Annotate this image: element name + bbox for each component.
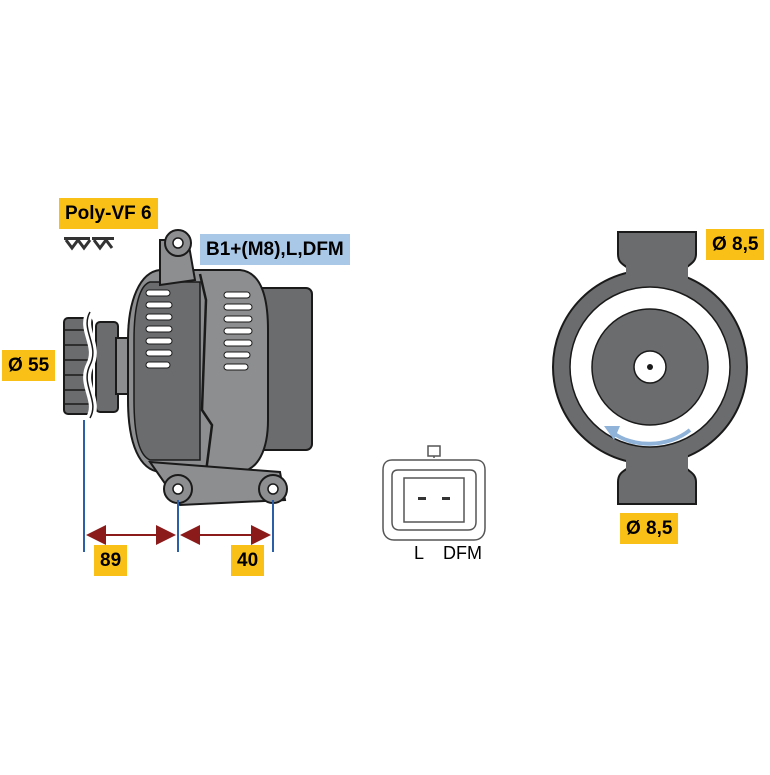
belt-type-label: Poly-VF 6 <box>59 198 158 229</box>
alternator-end-view <box>552 231 748 505</box>
connector-pin-l-label: L <box>414 543 425 563</box>
dimension-40-label: 40 <box>231 545 265 576</box>
connector-pin-dfm-label: DFM <box>443 543 482 563</box>
bottom-hole-diameter-label: Ø 8,5 <box>620 513 679 544</box>
pulley-diameter-label: Ø 55 <box>2 350 56 381</box>
top-hole-diameter-label: Ø 8,5 <box>706 229 765 260</box>
pulley <box>63 310 131 420</box>
belt-profile-icon <box>64 237 114 251</box>
plug-connector <box>382 445 486 541</box>
dimension-lines <box>83 420 274 552</box>
alternator-body <box>127 229 313 507</box>
dimension-89-label: 89 <box>94 545 128 576</box>
terminals-label: B1+(M8),L,DFM <box>200 234 350 265</box>
